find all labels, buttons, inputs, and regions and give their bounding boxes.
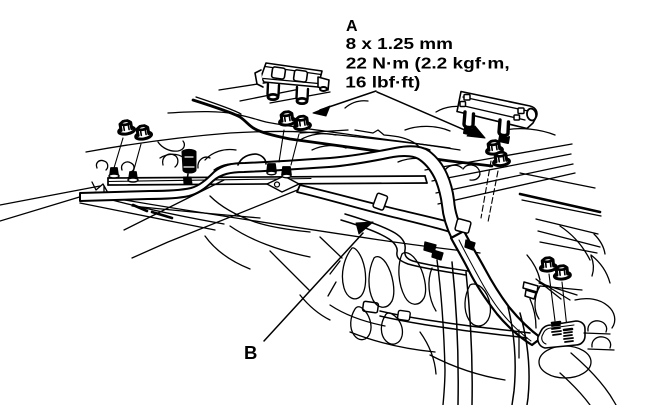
svg-text:22 N·m (2.2 kgf·m,: 22 N·m (2.2 kgf·m,	[346, 56, 510, 73]
svg-text:B: B	[244, 342, 257, 363]
svg-text:16 lbf·ft): 16 lbf·ft)	[345, 74, 420, 91]
svg-text:8 x 1.25 mm: 8 x 1.25 mm	[346, 36, 453, 53]
svg-text:A: A	[346, 18, 358, 35]
